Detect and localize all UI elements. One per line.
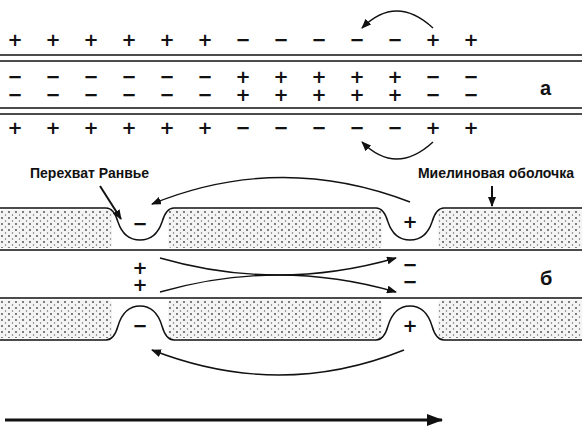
charge-sign: − bbox=[387, 119, 402, 137]
charge-sign: + bbox=[349, 68, 364, 86]
charge-sign: − bbox=[235, 119, 250, 137]
charge-sign: − bbox=[7, 86, 22, 104]
myelin-sheath bbox=[0, 210, 582, 338]
axon-membrane bbox=[0, 306, 582, 340]
direction-arrow bbox=[5, 419, 442, 422]
charge-sign: + bbox=[235, 68, 250, 86]
charge-sign: − bbox=[121, 68, 136, 86]
charge-sign: − bbox=[83, 68, 98, 86]
charge-sign: + bbox=[159, 119, 174, 137]
charge-sign: + bbox=[132, 276, 147, 294]
charge-sign: + bbox=[121, 119, 136, 137]
leader-arrow bbox=[100, 186, 121, 219]
charge-sign: − bbox=[402, 256, 417, 274]
charge-sign: − bbox=[132, 317, 147, 335]
charge-sign: + bbox=[121, 31, 136, 49]
charge-sign: − bbox=[425, 68, 440, 86]
leader-arrow bbox=[491, 186, 493, 206]
current-arrow bbox=[160, 275, 396, 292]
charge-sign: + bbox=[83, 119, 98, 137]
membrane-line bbox=[0, 60, 582, 62]
charge-sign: + bbox=[7, 119, 22, 137]
charge-sign: + bbox=[311, 68, 326, 86]
part-label: Миелиновая оболочка bbox=[418, 166, 574, 180]
charge-sign: − bbox=[273, 119, 288, 137]
charge-sign: − bbox=[197, 68, 212, 86]
charge-sign: + bbox=[197, 119, 212, 137]
charge-sign: − bbox=[311, 119, 326, 137]
charge-sign: + bbox=[349, 86, 364, 104]
current-arrow bbox=[362, 11, 433, 28]
charge-sign: − bbox=[425, 86, 440, 104]
charge-sign: + bbox=[463, 119, 478, 137]
charge-sign: + bbox=[7, 31, 22, 49]
charge-sign: − bbox=[387, 31, 402, 49]
charge-sign: − bbox=[45, 86, 60, 104]
charge-sign: − bbox=[349, 119, 364, 137]
charge-sign: + bbox=[159, 31, 174, 49]
membrane-line bbox=[0, 54, 582, 56]
charge-sign: − bbox=[132, 215, 147, 233]
current-arrow bbox=[362, 142, 433, 159]
charge-sign: + bbox=[387, 68, 402, 86]
charge-sign: − bbox=[45, 68, 60, 86]
charge-sign: + bbox=[132, 259, 147, 277]
charge-sign: + bbox=[273, 86, 288, 104]
charge-sign: − bbox=[197, 86, 212, 104]
charge-sign: + bbox=[45, 119, 60, 137]
current-arrow bbox=[152, 350, 404, 375]
charge-sign: − bbox=[349, 31, 364, 49]
charge-sign: + bbox=[83, 31, 98, 49]
axon-membrane bbox=[0, 249, 582, 251]
part-letter: а bbox=[540, 78, 551, 98]
charge-sign: − bbox=[235, 31, 250, 49]
charge-sign: + bbox=[402, 213, 417, 231]
charge-sign: − bbox=[159, 86, 174, 104]
part-letter: б bbox=[540, 268, 552, 288]
axon-membrane bbox=[0, 208, 582, 240]
charge-sign: − bbox=[83, 86, 98, 104]
charge-sign: + bbox=[311, 86, 326, 104]
charge-sign: + bbox=[197, 31, 212, 49]
charge-sign: + bbox=[425, 119, 440, 137]
charge-sign: + bbox=[387, 86, 402, 104]
charge-sign: + bbox=[463, 31, 478, 49]
charge-sign: − bbox=[7, 68, 22, 86]
charge-sign: − bbox=[402, 273, 417, 291]
charge-sign: − bbox=[121, 86, 136, 104]
charge-sign: − bbox=[311, 31, 326, 49]
part-label: Перехват Ранвье bbox=[30, 166, 149, 180]
charge-sign: + bbox=[425, 31, 440, 49]
charge-sign: + bbox=[235, 86, 250, 104]
membrane-line bbox=[0, 113, 582, 115]
current-arrow bbox=[152, 177, 410, 204]
current-arrow bbox=[160, 258, 396, 275]
charge-sign: − bbox=[159, 68, 174, 86]
charge-sign: − bbox=[463, 68, 478, 86]
axon-membrane bbox=[0, 297, 582, 299]
charge-sign: + bbox=[45, 31, 60, 49]
charge-sign: + bbox=[402, 317, 417, 335]
charge-sign: − bbox=[273, 31, 288, 49]
charge-sign: + bbox=[273, 68, 288, 86]
membrane-line bbox=[0, 107, 582, 109]
charge-sign: − bbox=[463, 86, 478, 104]
